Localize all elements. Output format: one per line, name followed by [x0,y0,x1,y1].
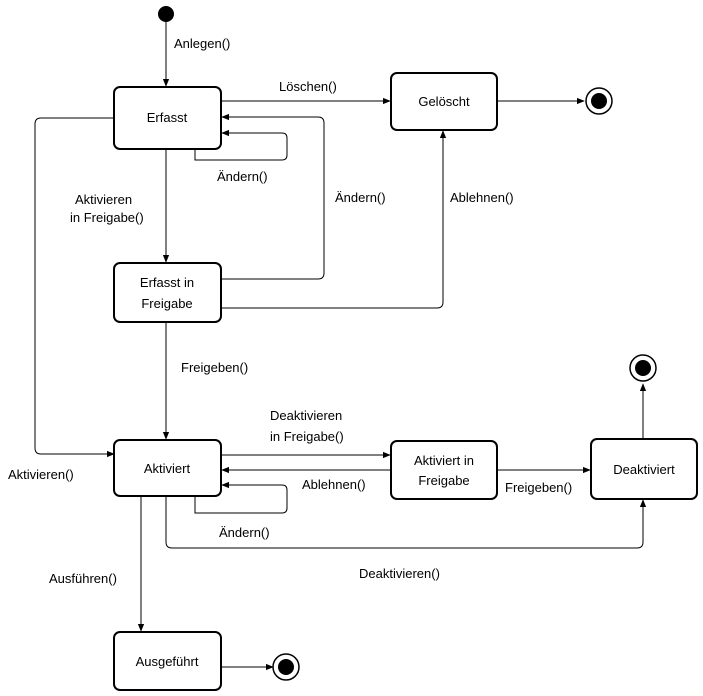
state-ausgefuehrt-label: Ausgeführt [136,654,199,669]
label-anlegen: Anlegen() [174,36,230,51]
state-deaktiviert: Deaktiviert [590,438,698,500]
label-aktivieren-freigabe-1: Aktivieren [75,192,132,207]
final-node-ausgefuehrt [272,653,300,681]
label-ausfuehren: Ausführen() [49,571,117,586]
final-node-deaktiviert [629,354,657,382]
edge-aktiviert-to-deaktiviert [165,497,647,549]
label-aendern-back: Ändern() [335,190,386,205]
label-ablehnen-bottom: Ablehnen() [302,477,366,492]
state-aktiviert-freigabe-label-1: Aktiviert in [414,453,474,468]
final-node-geloescht [585,87,613,115]
edge-erfasst-freigabe-to-geloescht [222,130,447,309]
label-aendern-aktiviert: Ändern() [219,525,270,540]
state-aktiviert-freigabe: Aktiviert in Freigabe [390,440,498,500]
label-ablehnen-top: Ablehnen() [450,190,514,205]
edge-erfasst-self-loop [194,129,288,161]
transitions [34,22,647,671]
initial-node [158,6,174,22]
state-aktiviert: Aktiviert [113,439,222,497]
label-freigeben-top: Freigeben() [181,360,248,375]
label-aktivieren: Aktivieren() [8,467,74,482]
label-loeschen: Löschen() [279,79,337,94]
state-ausgefuehrt: Ausgeführt [113,631,222,691]
label-deaktivieren-freigabe-1: Deaktivieren [270,408,342,423]
label-aendern-erfasst: Ändern() [217,169,268,184]
state-erfasst: Erfasst [113,86,222,150]
label-freigeben-bottom: Freigeben() [505,480,572,495]
label-deaktivieren-freigabe-2: in Freigabe() [270,429,344,444]
state-aktiviert-freigabe-label-2: Freigabe [418,473,469,488]
state-erfasst-freigabe-label-2: Freigabe [141,296,192,311]
state-erfasst-label: Erfasst [147,110,188,125]
edge-erfasst-to-aktiviert [34,117,115,458]
state-deaktiviert-label: Deaktiviert [613,462,675,477]
state-geloescht-label: Gelöscht [418,94,470,109]
state-aktiviert-label: Aktiviert [144,461,191,476]
label-deaktivieren: Deaktivieren() [359,566,440,581]
state-erfasst-freigabe-label-1: Erfasst in [140,275,194,290]
label-aktivieren-freigabe-2: in Freigabe() [70,210,144,225]
state-erfasst-freigabe: Erfasst in Freigabe [113,262,222,323]
edge-aktiviert-self-loop [194,481,288,514]
edge-erfasst-freigabe-back-to-erfasst [221,113,325,280]
state-geloescht: Gelöscht [390,72,498,131]
